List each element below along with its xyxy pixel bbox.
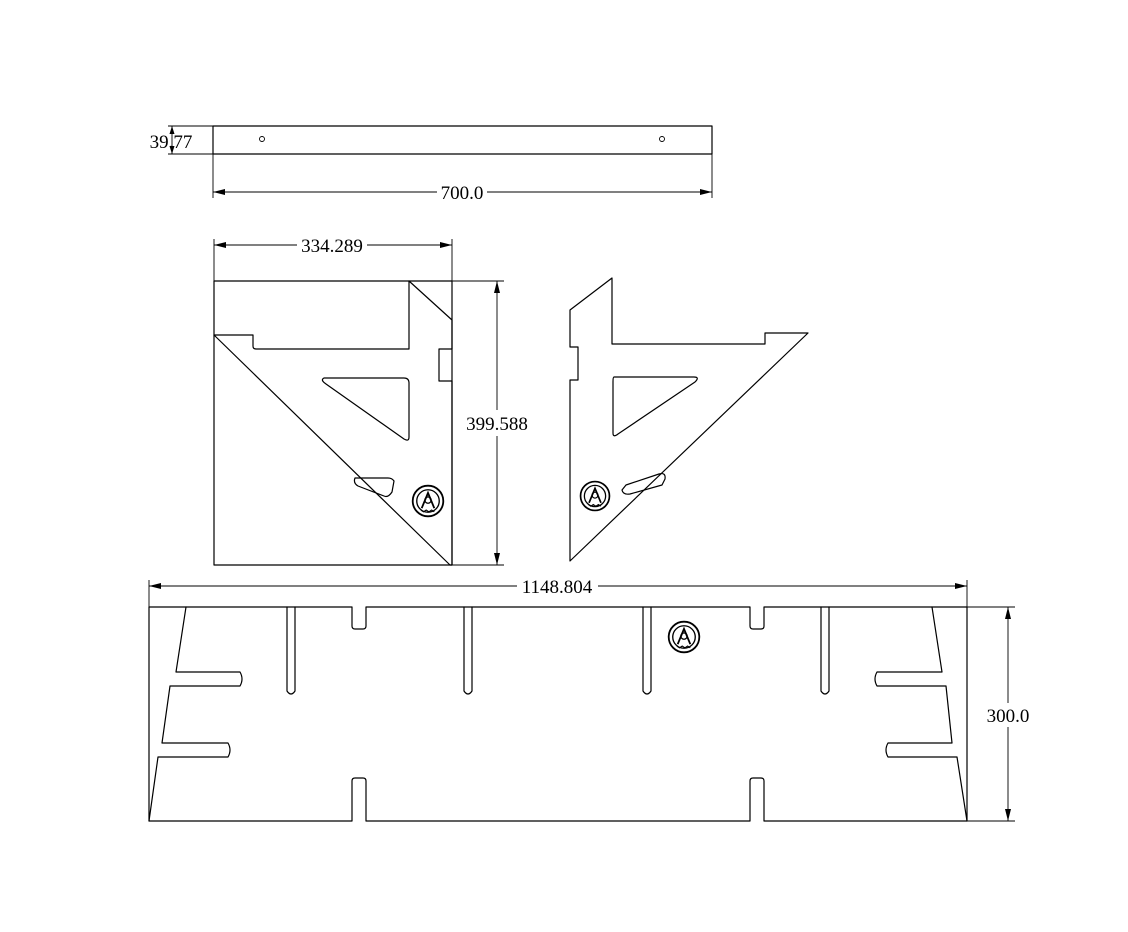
left-bracket-outline (213, 280, 453, 566)
base-plate-part (148, 606, 968, 822)
right-bracket-part (569, 277, 809, 562)
top-bar-hole-right (659, 136, 665, 142)
base-slot-1 (286, 606, 296, 695)
right-bracket-triangle-cutout (612, 376, 698, 437)
dim-label-334-289: 334.289 (301, 236, 363, 257)
left-bracket-bounding-rect (213, 280, 453, 566)
top-bar-hole-left (259, 136, 265, 142)
right-bracket-slot (621, 472, 666, 495)
dim-label-1148-804: 1148.804 (522, 577, 593, 598)
left-bracket-slot (353, 477, 395, 498)
left-bracket-triangle-cutout (321, 377, 410, 441)
base-right-flap (874, 606, 968, 822)
base-left-flap (148, 606, 243, 822)
base-slot-2 (463, 606, 473, 695)
base-plate-outline (148, 606, 968, 822)
base-slot-4 (820, 606, 830, 695)
dim-label-300: 300.0 (987, 706, 1030, 727)
logo-mark-icon (667, 620, 701, 654)
top-bar-part (212, 125, 713, 155)
dim-base-height: 300.0 (967, 606, 1030, 822)
right-bracket-outline (569, 277, 809, 562)
dim-top-bar-height: 39.77 (150, 125, 213, 155)
dim-label-399-588: 399.588 (466, 414, 528, 435)
dim-bracket-width: 334.289 (213, 236, 453, 281)
dim-top-bar-length: 700.0 (212, 154, 713, 204)
dim-label-700: 700.0 (441, 183, 484, 204)
dim-label-39-77: 39.77 (150, 132, 193, 153)
top-bar-outline (212, 125, 713, 155)
logo-mark-icon (411, 484, 445, 518)
logo-mark-icon (579, 480, 611, 512)
left-bracket-part (213, 280, 453, 566)
base-slot-3 (642, 606, 652, 695)
dim-bracket-height: 399.588 (452, 280, 528, 566)
dim-base-length: 1148.804 (148, 577, 968, 607)
